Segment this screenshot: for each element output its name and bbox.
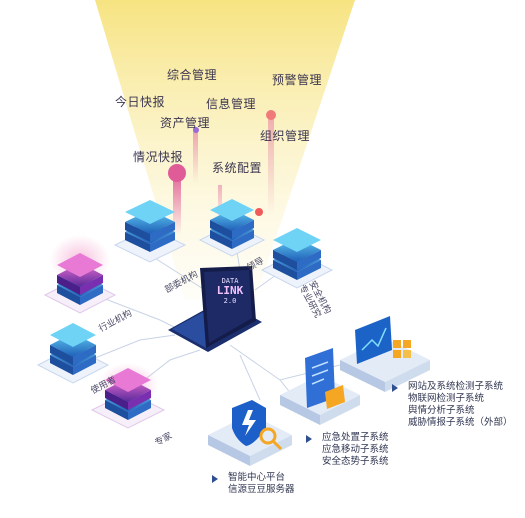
fan-label-comprehensive: 综合管理 <box>167 68 218 82</box>
system-group-1: 网站及系统检测子系统 物联网检测子系统 舆情分析子系统 威胁情报子系统（外部） <box>408 381 513 429</box>
fan-label-warning: 预警管理 <box>272 73 323 87</box>
fan-label-daily-report: 今日快报 <box>115 95 166 109</box>
system-group-2: 应急处置子系统 应急移动子系统 安全态势子系统 <box>322 432 389 468</box>
bullet-arrow-icon <box>212 475 218 483</box>
pillar <box>268 115 274 215</box>
fan-label-config: 系统配置 <box>212 161 263 175</box>
dot <box>255 208 263 216</box>
fan-label-org: 组织管理 <box>260 129 311 143</box>
system-item: 舆情分析子系统 <box>408 405 475 416</box>
system-item: 应急移动子系统 <box>322 444 389 455</box>
ministry-platform <box>113 200 187 263</box>
expert-platform <box>90 363 166 429</box>
leader-platform <box>198 199 266 257</box>
user-platform <box>36 323 110 384</box>
security-org-platform <box>260 228 334 289</box>
laptop-screen-line2: LINK <box>216 284 244 297</box>
shield-system-block <box>208 400 292 466</box>
bullet-arrow-icon <box>392 384 398 392</box>
document-system-block <box>280 348 360 425</box>
laptop-screen: DATA LINK 2.0 <box>210 276 250 306</box>
fan-label-info: 信息管理 <box>206 97 257 111</box>
bullet-arrow-icon <box>306 435 312 443</box>
central-laptop <box>168 266 262 352</box>
pink-dot <box>168 164 186 182</box>
laptop-screen-line1: DATA <box>221 277 239 285</box>
pillar <box>173 175 181 235</box>
pillar <box>193 128 198 183</box>
fan-label-situation: 情况快报 <box>133 150 184 164</box>
management-fan <box>95 0 355 300</box>
fan-label-asset: 资产管理 <box>160 116 211 130</box>
system-item: 威胁情报子系统（外部） <box>408 417 513 428</box>
system-item: 安全态势子系统 <box>322 456 389 467</box>
system-item: 物联网检测子系统 <box>408 393 485 404</box>
system-item: 智能中心平台 <box>228 472 286 483</box>
dot <box>193 127 199 133</box>
system-item: 应急处置子系统 <box>322 432 389 443</box>
system-item: 网站及系统检测子系统 <box>408 381 504 392</box>
system-group-3: 智能中心平台 信源豆豆服务器 <box>228 472 295 496</box>
dot <box>266 110 276 120</box>
laptop-screen-line3: 2.0 <box>223 297 237 305</box>
industry-org-platform <box>43 235 117 314</box>
system-item: 信源豆豆服务器 <box>228 484 295 495</box>
